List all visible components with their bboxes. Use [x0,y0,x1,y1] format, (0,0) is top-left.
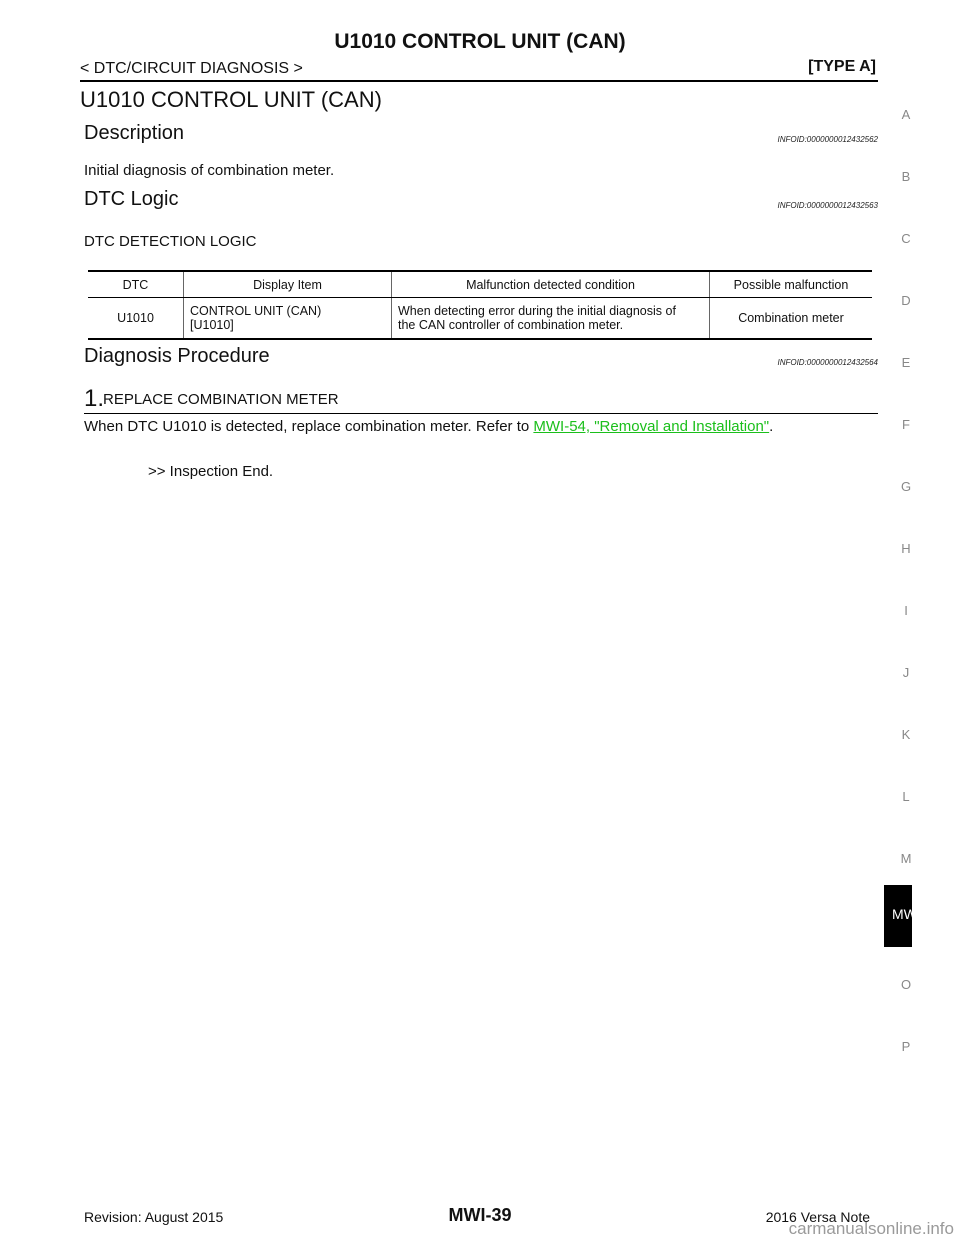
condition-line2: the CAN controller of combination meter. [398,318,624,332]
cell-condition: When detecting error during the initial … [391,297,710,339]
col-header-dtc: DTC [88,271,184,298]
step-text-after: . [769,418,774,435]
side-index-c[interactable]: C [901,231,911,246]
side-index-active-tab[interactable]: MWI [884,885,912,947]
watermark: carmanualsonline.info [788,1219,954,1238]
type-label: [TYPE A] [808,58,876,75]
step-text-before: When DTC U1010 is detected, replace comb… [84,418,534,435]
cell-display-item: CONTROL UNIT (CAN) [U1010] [183,297,392,339]
breadcrumb: < DTC/CIRCUIT DIAGNOSIS > [80,60,303,77]
cell-possible-malfunction: Combination meter [709,297,872,339]
description-infoid: INFOID:0000000012432562 [777,135,878,144]
cell-dtc-code: U1010 [117,311,154,325]
active-tab-label: MWI [892,906,912,922]
diagnosis-infoid: INFOID:0000000012432564 [777,358,878,367]
dtc-table: DTC Display Item Malfunction detected co… [88,270,872,340]
dtc-logic-heading: DTC Logic [84,188,179,210]
side-index-f[interactable]: F [902,417,910,432]
section-title: U1010 CONTROL UNIT (CAN) [80,87,382,112]
side-index-j[interactable]: J [902,665,910,680]
col-header-condition: Malfunction detected condition [391,271,710,298]
side-index-d[interactable]: D [901,293,911,308]
dtc-detection-logic-label: DTC DETECTION LOGIC [84,233,257,250]
step-number: 1. [84,385,105,412]
header-rule [80,80,878,82]
step-title: REPLACE COMBINATION METER [103,391,339,408]
side-index-a[interactable]: A [901,107,911,122]
side-index-g[interactable]: G [900,479,912,494]
side-index-o[interactable]: O [900,977,912,992]
display-item-line1: CONTROL UNIT (CAN) [190,304,322,318]
step-result: >> Inspection End. [148,463,274,480]
col-header-possible: Possible malfunction [709,271,872,298]
removal-installation-link[interactable]: MWI-54, "Removal and Installation" [533,418,770,435]
description-heading: Description [84,122,185,144]
condition-line1: When detecting error during the initial … [398,304,676,318]
side-index-h[interactable]: H [901,541,911,556]
side-index-k[interactable]: K [901,727,911,742]
table-row: U1010 CONTROL UNIT (CAN) [U1010] When de… [88,297,872,339]
table-header-row: DTC Display Item Malfunction detected co… [88,271,872,298]
step-rule [84,413,878,414]
side-index-b[interactable]: B [901,169,911,184]
side-index-p[interactable]: P [901,1039,911,1054]
col-header-display-item: Display Item [183,271,392,298]
dtc-logic-infoid: INFOID:0000000012432563 [777,201,878,210]
side-index-e[interactable]: E [901,355,911,370]
footer-revision: Revision: August 2015 [84,1209,224,1225]
step-instruction: When DTC U1010 is detected, replace comb… [84,418,773,435]
page-header-title: U1010 CONTROL UNIT (CAN) [334,30,626,53]
display-item-line2: [U1010] [190,318,234,332]
side-index-i[interactable]: I [904,603,908,618]
side-index-m[interactable]: M [900,851,912,866]
footer-model: 2016 Versa Note [765,1209,870,1225]
description-text: Initial diagnosis of combination meter. [84,162,335,179]
diagnosis-heading: Diagnosis Procedure [84,345,270,367]
side-index-l[interactable]: L [902,789,910,804]
footer-page-number: MWI-39 [448,1205,512,1225]
